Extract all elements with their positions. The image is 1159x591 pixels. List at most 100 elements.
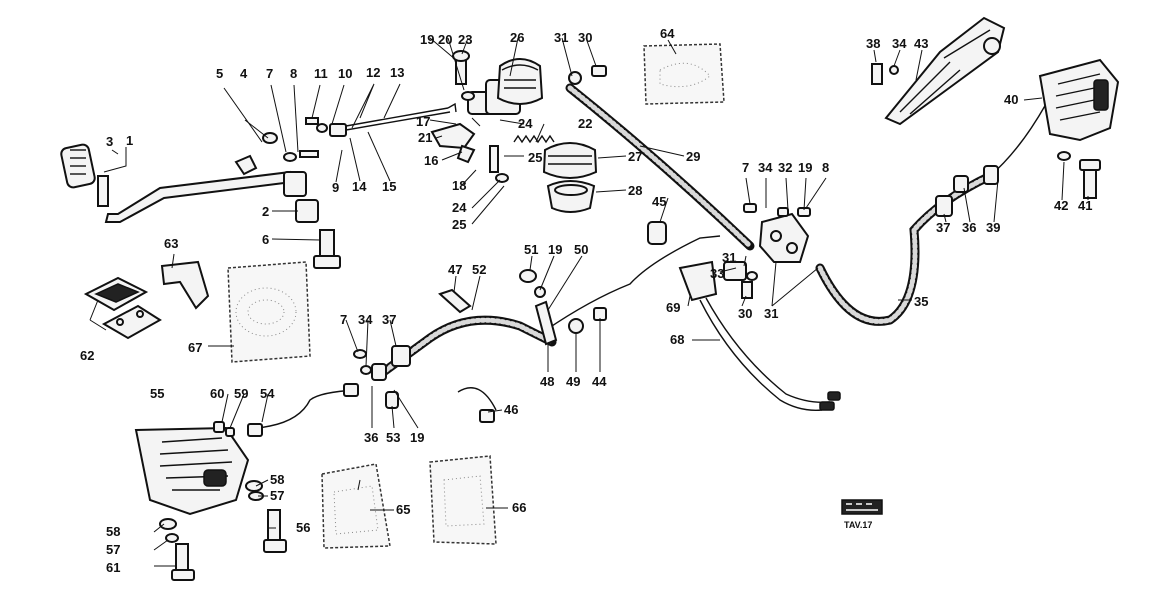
label-24b: 24 [452,200,467,215]
label-21: 21 [418,130,432,145]
reservoir-parts [542,142,598,213]
label-3: 3 [106,134,113,149]
label-15: 15 [382,179,396,194]
label-43: 43 [914,36,928,51]
label-35: 35 [914,294,928,309]
label-9: 9 [332,180,339,195]
label-62: 62 [80,348,94,363]
label-19c: 19 [548,242,562,257]
pivot-bushing [283,171,319,223]
brake-pedal [60,143,294,223]
label-34a: 34 [758,160,773,175]
label-20: 20 [438,32,452,47]
label-29: 29 [686,149,700,164]
label-63: 63 [164,236,178,251]
brake-pads [83,276,162,340]
label-19d: 19 [410,430,424,445]
banjo-bolts-top [452,50,607,183]
label-68: 68 [670,332,684,347]
label-64: 64 [660,26,675,41]
label-13: 13 [390,65,404,80]
label-50: 50 [574,242,588,257]
grommet [647,221,667,245]
label-7: 7 [266,66,273,81]
brake-switch [678,260,841,411]
label-37a: 37 [936,220,950,235]
label-39: 39 [986,220,1000,235]
kit-bag-67 [227,261,311,363]
pad-spring [160,260,210,310]
label-61: 61 [106,560,120,575]
label-2: 2 [262,204,269,219]
front-brake-hose [815,103,1047,326]
kit-bag-66 [429,455,497,545]
label-25b: 25 [452,217,466,232]
label-5: 5 [216,66,223,81]
front-caliper [1038,58,1120,142]
label-65: 65 [396,502,410,517]
label-40: 40 [1004,92,1018,107]
label-67: 67 [188,340,202,355]
label-31b: 31 [722,250,736,265]
logo-caption: TAV.17 [844,520,872,530]
label-66: 66 [512,500,526,515]
label-26: 26 [510,30,524,45]
label-31a: 31 [554,30,568,45]
part-labels: 1 2 3 4 5 6 7 8 9 10 11 12 13 14 15 16 1… [80,26,1092,575]
label-16: 16 [424,153,438,168]
leader-lines [89,37,1089,567]
caliper-mount-bolts [159,480,287,581]
label-41: 41 [1078,198,1092,213]
three-way-union [723,203,811,299]
small-fasteners-left [262,117,347,162]
label-57b: 57 [106,542,120,557]
label-22: 22 [578,116,592,131]
label-36a: 36 [962,220,976,235]
rigid-brake-pipe [247,383,359,437]
label-58b: 58 [106,524,120,539]
label-57a: 57 [270,488,284,503]
label-6: 6 [262,232,269,247]
label-59: 59 [234,386,248,401]
label-4: 4 [240,66,248,81]
label-8b: 8 [822,160,829,175]
label-7b: 7 [742,160,749,175]
label-1: 1 [126,133,133,148]
brake-lever-plate [430,122,476,164]
clip [438,288,472,314]
label-34b: 34 [892,36,907,51]
label-42: 42 [1054,198,1068,213]
label-14: 14 [352,179,367,194]
label-32: 32 [778,160,792,175]
label-55: 55 [150,386,164,401]
label-58a: 58 [270,472,284,487]
banjo-bolts-middle [353,269,607,375]
label-8: 8 [290,66,297,81]
label-69: 69 [666,300,680,315]
label-30a: 30 [578,30,592,45]
brake-lever-right [884,16,1006,126]
label-31c: 31 [764,306,778,321]
kit-bag-65 [321,463,391,549]
rear-caliper [134,426,250,516]
label-52: 52 [472,262,486,277]
label-17: 17 [416,114,430,129]
rear-brake-hose [565,83,755,251]
label-7c: 7 [340,312,347,327]
master-cylinder [467,58,544,115]
label-12: 12 [366,65,380,80]
label-47: 47 [448,262,462,277]
label-23: 23 [458,32,472,47]
pedal-bolt [313,229,341,269]
label-27: 27 [628,149,642,164]
label-54: 54 [260,386,275,401]
logo-stamp: TAV.17 [841,499,883,530]
label-24a: 24 [518,116,533,131]
label-33: 33 [710,266,724,281]
label-48: 48 [540,374,554,389]
label-36b: 36 [364,430,378,445]
label-30b: 30 [738,306,752,321]
label-56: 56 [296,520,310,535]
label-37b: 37 [382,312,396,327]
